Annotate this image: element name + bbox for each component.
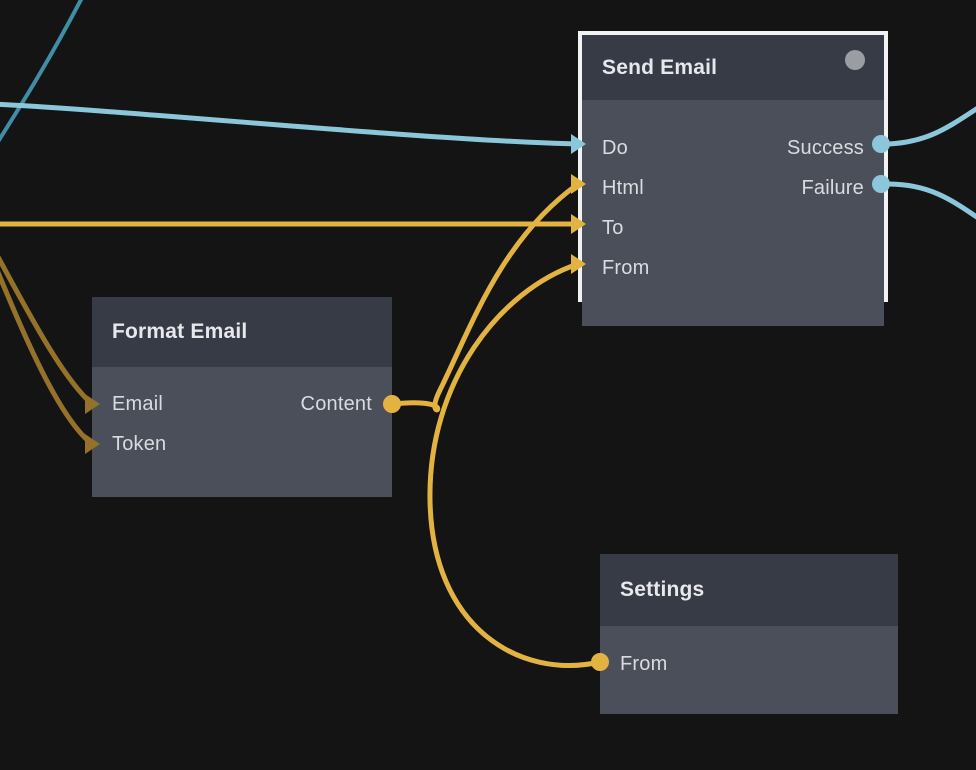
port-row-do: Do Success bbox=[582, 128, 884, 168]
port-email-arrow-icon[interactable] bbox=[85, 394, 100, 414]
wire-in-email bbox=[0, 255, 95, 407]
wire-failure-out bbox=[885, 181, 976, 220]
port-label-to: To bbox=[602, 216, 624, 239]
node-settings[interactable]: Settings From bbox=[600, 554, 898, 714]
wire-settings-from bbox=[427, 261, 603, 668]
wire-exec-in-do bbox=[0, 101, 581, 147]
port-row-html: Html Failure bbox=[582, 168, 884, 208]
wire-success-out bbox=[885, 106, 976, 147]
port-do-arrow-icon[interactable] bbox=[571, 134, 586, 154]
wire-content-to-html bbox=[389, 181, 581, 413]
port-label-html: Html bbox=[602, 176, 644, 199]
port-from-arrow-icon[interactable] bbox=[571, 254, 586, 274]
port-to-arrow-icon[interactable] bbox=[571, 214, 586, 234]
node-body-format-email: Email Content Token bbox=[92, 384, 392, 497]
node-body-send-email: Do Success Html Failure To From bbox=[582, 128, 884, 326]
port-settings-from-dot-icon[interactable] bbox=[591, 653, 609, 671]
status-dot-icon bbox=[845, 50, 865, 70]
port-label-token: Token bbox=[112, 432, 167, 455]
port-row-to: To bbox=[582, 208, 884, 248]
port-label-failure: Failure bbox=[801, 176, 864, 199]
wire-exec-offscreen bbox=[0, 0, 84, 143]
port-row-token: Token bbox=[92, 424, 392, 464]
port-label-do: Do bbox=[602, 136, 628, 159]
port-token-arrow-icon[interactable] bbox=[85, 434, 100, 454]
node-header-format-email[interactable]: Format Email bbox=[92, 297, 392, 367]
port-failure-dot-icon[interactable] bbox=[872, 175, 890, 193]
node-format-email[interactable]: Format Email Email Content Token bbox=[92, 297, 392, 497]
wire-in-token bbox=[0, 270, 95, 447]
node-header-send-email[interactable]: Send Email bbox=[582, 35, 884, 100]
port-row-email: Email Content bbox=[92, 384, 392, 424]
port-success-dot-icon[interactable] bbox=[872, 135, 890, 153]
node-title: Settings bbox=[620, 578, 705, 601]
port-label-success: Success bbox=[787, 136, 864, 159]
port-label-from: From bbox=[602, 256, 650, 279]
node-send-email[interactable]: Send Email Do Success Html Failure To Fr… bbox=[578, 31, 888, 326]
node-title: Format Email bbox=[112, 320, 248, 343]
node-body-settings: From bbox=[600, 644, 898, 714]
node-title: Send Email bbox=[602, 55, 718, 79]
port-row-settings-from: From bbox=[600, 644, 898, 684]
port-label-settings-from: From bbox=[620, 652, 668, 675]
port-label-content: Content bbox=[300, 392, 372, 415]
node-header-settings[interactable]: Settings bbox=[600, 554, 898, 626]
port-html-arrow-icon[interactable] bbox=[571, 174, 586, 194]
port-row-from: From bbox=[582, 248, 884, 288]
port-content-dot-icon[interactable] bbox=[383, 395, 401, 413]
port-label-email: Email bbox=[112, 392, 164, 415]
